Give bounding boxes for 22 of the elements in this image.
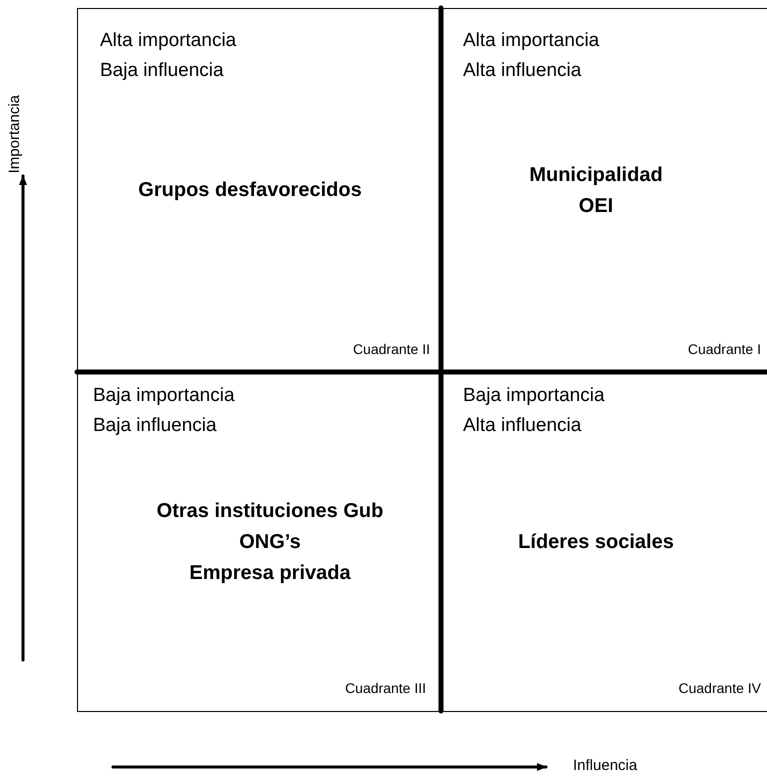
quadrant-heading: Alta influencia bbox=[463, 414, 582, 438]
quadrant-heading: Alta importancia bbox=[463, 29, 600, 53]
axis-label: Influencia bbox=[573, 757, 638, 774]
stakeholder-name: Otras instituciones Gub bbox=[156, 498, 384, 524]
quadrant-heading: Alta influencia bbox=[463, 59, 582, 83]
quadrant-label: Cuadrante I bbox=[688, 341, 761, 358]
quadrant-heading: Baja importancia bbox=[463, 384, 605, 408]
quadrant-heading: Baja influencia bbox=[93, 414, 217, 438]
quadrant-label: Cuadrante II bbox=[352, 341, 430, 358]
stakeholder-name: Líderes sociales bbox=[518, 530, 674, 554]
quadrant-label: Cuadrante IV bbox=[678, 680, 761, 697]
quadrant-panel bbox=[77, 372, 441, 712]
quadrant-label: Cuadrante III bbox=[345, 680, 426, 697]
stakeholder-name: Grupos desfavorecidos bbox=[138, 178, 362, 203]
quadrant-heading: Alta importancia bbox=[100, 29, 236, 53]
quadrant-heading: Baja importancia bbox=[93, 384, 235, 408]
quadrant-heading: Baja influencia bbox=[100, 59, 224, 83]
axis-label: Importancia bbox=[6, 95, 23, 174]
stakeholder-name: ONG’s bbox=[239, 530, 301, 554]
stakeholder-name: Municipalidad bbox=[529, 162, 663, 188]
stakeholder-name: Empresa privada bbox=[189, 560, 351, 586]
stakeholder-name: OEI bbox=[578, 194, 614, 218]
